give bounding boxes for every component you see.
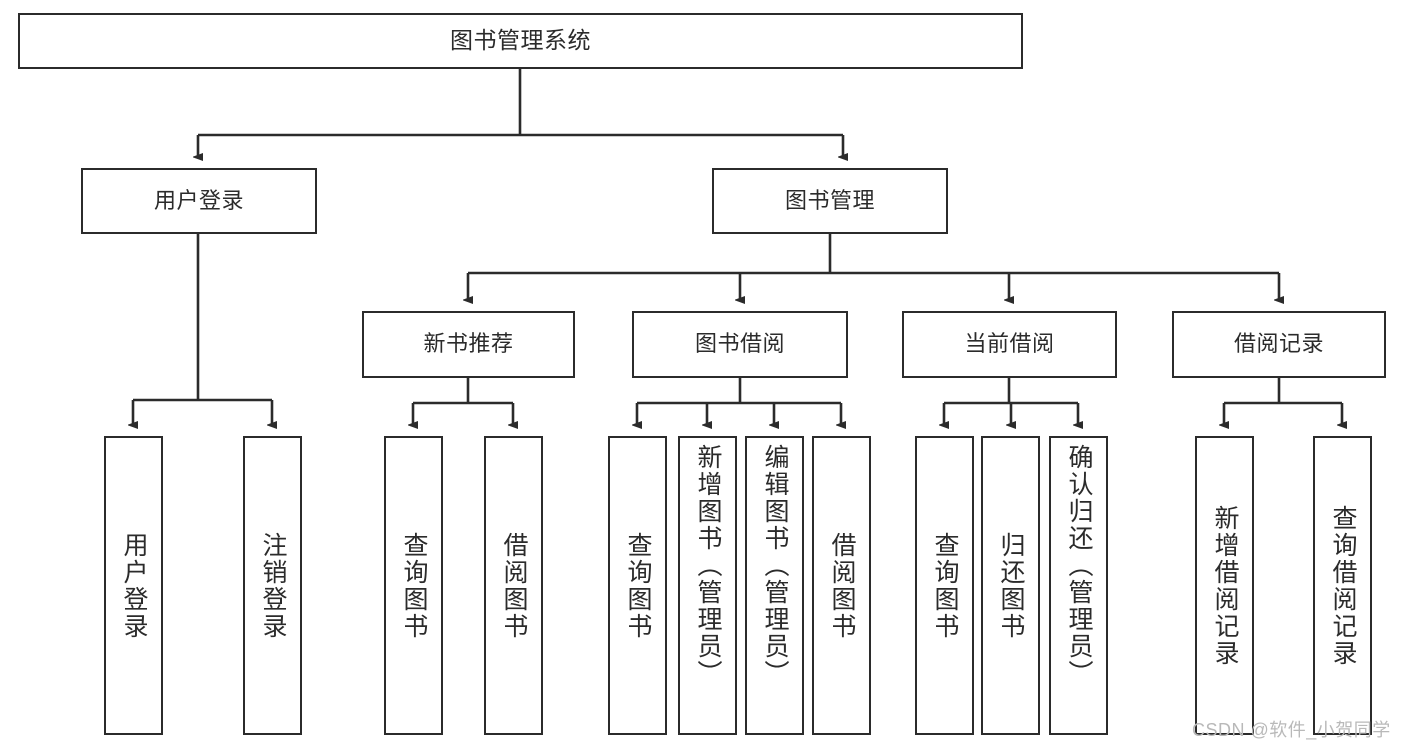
leaf-book-borrow-borrow-book[interactable]: 借阅图书 [812,436,871,735]
node-label: 新增图书（管理员） [694,444,722,687]
node-label: 当前借阅 [964,331,1055,357]
node-label: 用户登录 [153,187,244,213]
node-label: 图书借阅 [694,331,785,357]
node-label: 查询图书 [931,531,959,640]
node-current-borrow[interactable]: 当前借阅 [902,311,1117,378]
node-new-book-recommend[interactable]: 新书推荐 [362,311,575,378]
node-label: 查询借阅记录 [1329,504,1357,667]
node-label: 借阅记录 [1233,331,1324,357]
leaf-borrow-record-query-record[interactable]: 查询借阅记录 [1313,436,1372,735]
leaf-new-book-borrow-book[interactable]: 借阅图书 [484,436,543,735]
leaf-book-borrow-query-book[interactable]: 查询图书 [608,436,667,735]
node-label: 归还图书 [997,531,1025,640]
leaf-logout-login[interactable]: 注销登录 [243,436,302,735]
node-label: 新增借阅记录 [1211,504,1239,667]
node-label: 图书管理系统 [450,27,591,54]
leaf-current-borrow-confirm-return-admin[interactable]: 确认归还（管理员） [1049,436,1108,735]
node-label: 图书管理 [784,187,875,213]
node-label: 编辑图书（管理员） [761,444,789,687]
node-label: 查询图书 [400,531,428,640]
node-book-borrow[interactable]: 图书借阅 [632,311,848,378]
node-label: 新书推荐 [423,331,514,357]
leaf-current-borrow-return-book[interactable]: 归还图书 [981,436,1040,735]
node-label: 查询图书 [624,531,652,640]
leaf-user-login[interactable]: 用户登录 [104,436,163,735]
node-label: 借阅图书 [828,531,856,640]
leaf-new-book-query-book[interactable]: 查询图书 [384,436,443,735]
node-book-management[interactable]: 图书管理 [712,168,948,234]
node-label: 注销登录 [259,531,287,640]
leaf-book-borrow-add-book-admin[interactable]: 新增图书（管理员） [678,436,737,735]
node-label: 确认归还（管理员） [1065,444,1093,687]
node-label: 用户登录 [120,531,148,640]
node-user-login[interactable]: 用户登录 [81,168,317,234]
watermark-text: CSDN @软件_小贺同学 [1192,720,1391,740]
leaf-book-borrow-edit-book-admin[interactable]: 编辑图书（管理员） [745,436,804,735]
node-root-book-management-system[interactable]: 图书管理系统 [18,13,1023,69]
node-borrow-record[interactable]: 借阅记录 [1172,311,1386,378]
node-label: 借阅图书 [500,531,528,640]
leaf-borrow-record-add-record[interactable]: 新增借阅记录 [1195,436,1254,735]
leaf-current-borrow-query-book[interactable]: 查询图书 [915,436,974,735]
